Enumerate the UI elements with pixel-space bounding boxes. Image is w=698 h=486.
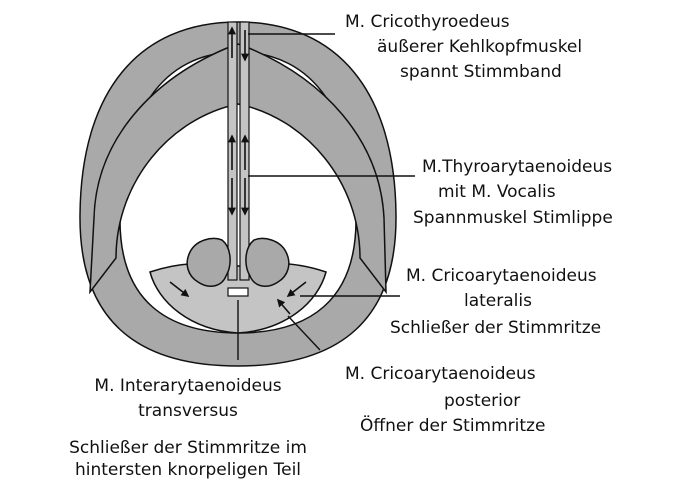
label-cricothyroid-desc2: spannt Stimmband <box>400 62 562 82</box>
label-lateral-ca-desc1: lateralis <box>464 291 532 311</box>
label-interarytenoid-desc3: hintersten knorpeligen Teil <box>28 460 348 480</box>
label-posterior-ca-desc1: posterior <box>444 391 520 411</box>
label-cricothyroid-desc1: äußerer Kehlkopfmuskel <box>377 37 582 57</box>
label-thyroarytenoid-desc2: Spannmuskel Stimlippe <box>413 208 613 228</box>
interarytenoid-muscle <box>228 288 248 296</box>
label-posterior-ca-desc2: Öffner der Stimmritze <box>360 416 545 436</box>
label-interarytenoid-name: M. Interarytaenoideus <box>58 376 318 396</box>
arytenoid-right <box>246 239 289 287</box>
label-thyroarytenoid-desc1: mit M. Vocalis <box>438 182 556 202</box>
label-cricothyroid-name: M. Cricothyroedeus <box>345 12 510 32</box>
label-thyroarytenoid-name: M.Thyroarytaenoideus <box>422 157 612 177</box>
arytenoid-left <box>187 239 230 287</box>
label-posterior-ca-name: M. Cricoarytaenoideus <box>345 364 536 384</box>
label-lateral-ca-name: M. Cricoarytaenoideus <box>406 266 597 286</box>
label-interarytenoid-desc1: transversus <box>58 401 318 421</box>
label-lateral-ca-desc2: Schließer der Stimmritze <box>390 318 601 338</box>
label-interarytenoid-desc2: Schließer der Stimmritze im <box>28 438 348 458</box>
